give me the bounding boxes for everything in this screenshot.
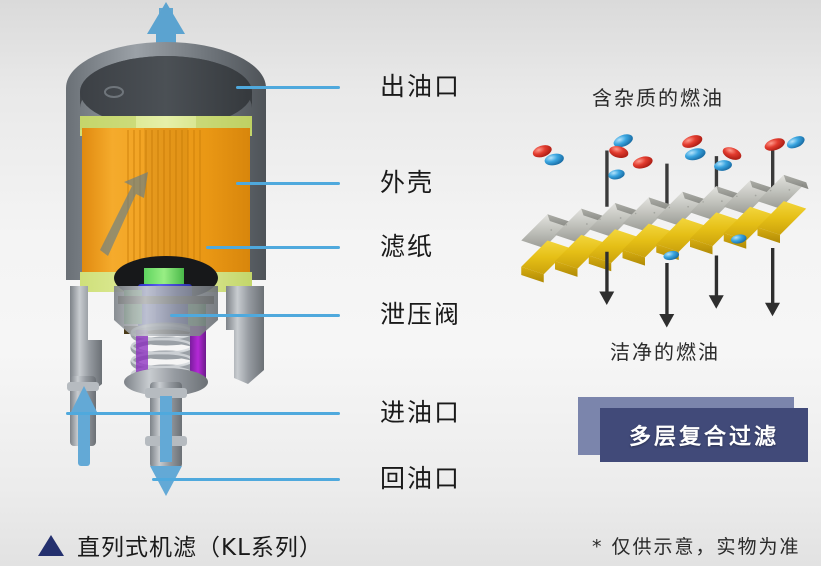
internal-flow-arrow [100, 172, 148, 256]
leader-line-filter-paper [206, 246, 340, 249]
inline-fuel-filter-cutaway [66, 2, 266, 496]
left-caption: 直列式机滤（KL系列） [38, 528, 323, 562]
contaminant-particles [532, 134, 805, 261]
multilayer-filtration-badge[interactable]: 多层复合过滤 [600, 408, 808, 462]
dirty-fuel-label: 含杂质的燃油 [592, 86, 724, 110]
leader-line-housing [236, 182, 340, 185]
multilayer-filtration-illustration [521, 134, 809, 328]
triangle-up-icon [38, 534, 64, 556]
leader-line-inlet [66, 412, 340, 415]
lower-housing-left [70, 286, 102, 398]
fine-yellow-filter-layer [521, 201, 807, 283]
flow-arrows-lower [599, 248, 780, 328]
flow-arrows-upper [605, 150, 775, 220]
inlet-port [67, 376, 99, 466]
callout-label-filter-paper: 滤纸 [380, 232, 435, 261]
callout-label-inlet: 进油口 [380, 398, 462, 427]
filter-paper-media [82, 128, 250, 280]
leader-line-return-port [152, 478, 340, 481]
return-port [145, 382, 187, 496]
callout-label-housing: 外壳 [380, 168, 435, 197]
lower-housing-right [226, 286, 264, 384]
callout-label-relief-valve: 泄压阀 [380, 300, 462, 329]
leader-line-relief-valve [170, 314, 340, 317]
callout-label-return-port: 回油口 [380, 464, 462, 493]
disclaimer-note: * 仅供示意，实物为准 [592, 536, 801, 558]
leader-line-outlet [236, 86, 340, 89]
callout-label-outlet: 出油口 [380, 72, 462, 101]
coarse-gray-filter-layer [521, 174, 809, 248]
housing-top-cavity [80, 56, 252, 128]
clean-fuel-label: 洁净的燃油 [610, 340, 720, 364]
left-caption-text: 直列式机滤（KL系列） [77, 535, 323, 561]
